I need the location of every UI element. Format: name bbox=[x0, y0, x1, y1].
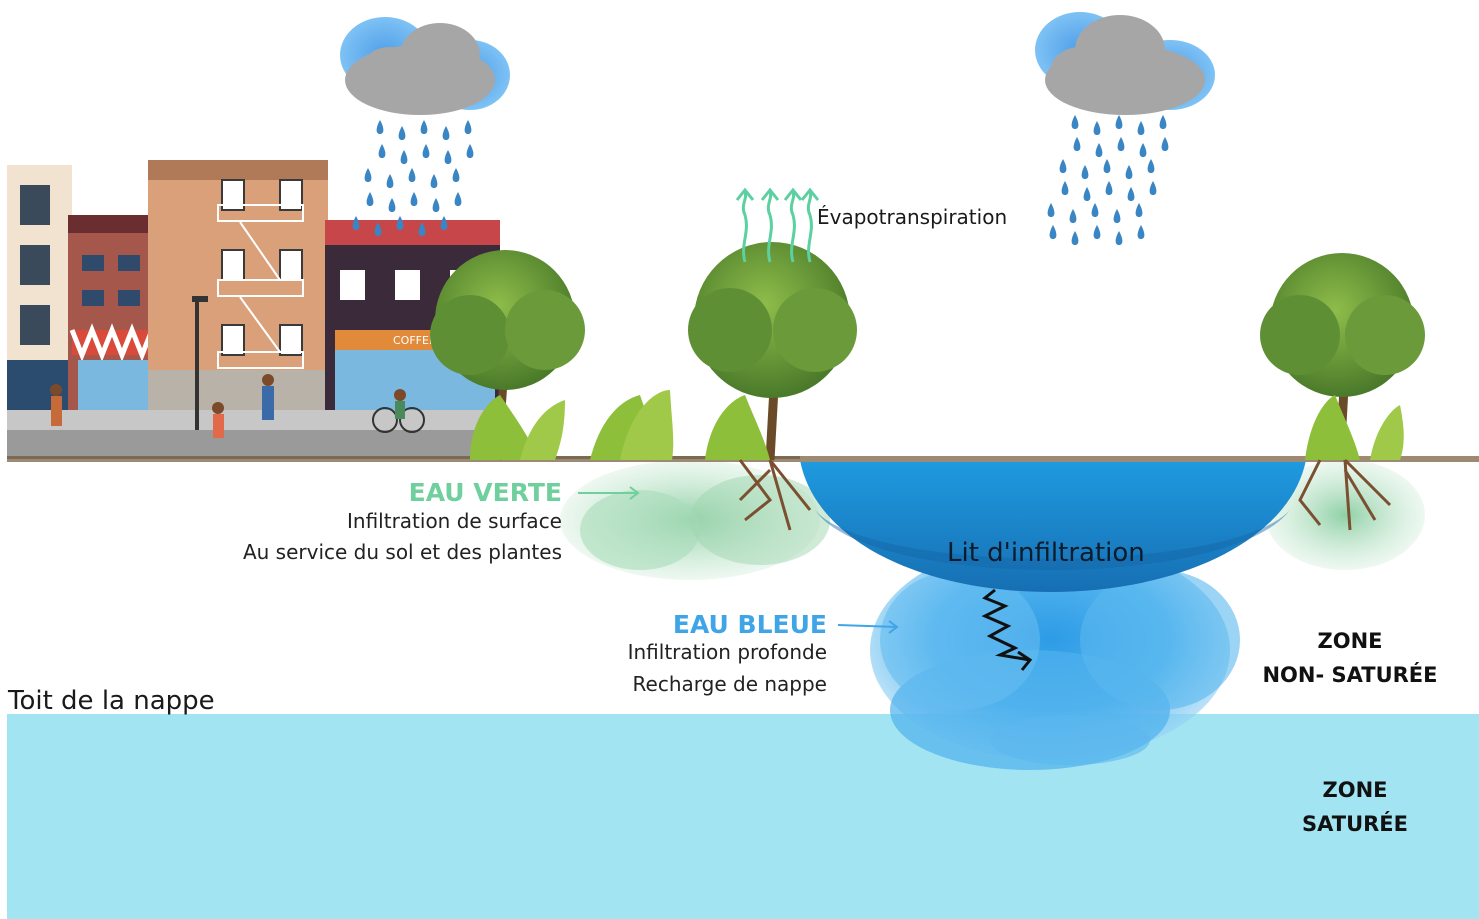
rain-drop bbox=[1061, 181, 1069, 195]
rain-drop bbox=[452, 168, 460, 182]
rain-drop bbox=[408, 168, 416, 182]
rain-drop bbox=[1069, 209, 1077, 223]
rain-drop bbox=[352, 216, 360, 230]
rain-drop bbox=[378, 144, 386, 158]
infiltration-zigzag-arrow bbox=[981, 588, 1033, 671]
saturated-zone-label: ZONE SATURÉE bbox=[1255, 773, 1455, 841]
rain-drops bbox=[352, 115, 1169, 245]
unsaturated-zone-line2: NON- SATURÉE bbox=[1262, 663, 1438, 687]
eau-bleue-line1: Infiltration profonde bbox=[627, 640, 827, 664]
saturated-zone bbox=[7, 714, 1479, 919]
rain-drop bbox=[1081, 165, 1089, 179]
eau-verte-line1: Infiltration de surface bbox=[347, 509, 562, 533]
coffee-sign: COFFEE bbox=[393, 334, 436, 347]
rain-drop bbox=[420, 120, 428, 134]
rain-drop bbox=[366, 192, 374, 206]
saturated-zone-line1: ZONE bbox=[1322, 778, 1388, 802]
rain-drop bbox=[374, 222, 382, 236]
rain-drop bbox=[1137, 121, 1145, 135]
infiltration-basin bbox=[800, 460, 1306, 592]
rain-drop bbox=[466, 144, 474, 158]
rain-drop bbox=[432, 198, 440, 212]
rain-drop bbox=[1135, 203, 1143, 217]
rain-drop bbox=[464, 120, 472, 134]
unsaturated-zone-line1: ZONE bbox=[1317, 629, 1383, 653]
rain-drop bbox=[1115, 231, 1123, 245]
rain-drop bbox=[440, 216, 448, 230]
rain-drop bbox=[1113, 209, 1121, 223]
eau-verte-arrow bbox=[578, 486, 640, 500]
rain-drop bbox=[376, 120, 384, 134]
eau-bleue-line2: Recharge de nappe bbox=[632, 672, 827, 696]
evapotranspiration-arrows bbox=[735, 187, 820, 263]
rain-drop bbox=[388, 198, 396, 212]
eau-verte-title: EAU VERTE bbox=[408, 478, 562, 507]
rain-drop bbox=[1091, 203, 1099, 217]
rain-drop bbox=[1115, 115, 1123, 129]
rain-drop bbox=[1103, 159, 1111, 173]
cloud-left-icon bbox=[340, 17, 510, 115]
rain-drop bbox=[1071, 231, 1079, 245]
rain-drop bbox=[1071, 115, 1079, 129]
cloud-right-icon bbox=[1035, 12, 1215, 115]
rain-drop bbox=[422, 144, 430, 158]
rain-drop bbox=[454, 192, 462, 206]
city-buildings bbox=[7, 160, 500, 410]
rain-drop bbox=[1159, 115, 1167, 129]
saturated-zone-line2: SATURÉE bbox=[1302, 812, 1408, 836]
rain-drop bbox=[444, 150, 452, 164]
rain-drop bbox=[1047, 203, 1055, 217]
rain-drop bbox=[1095, 143, 1103, 157]
water-table-label: Toit de la nappe bbox=[8, 686, 215, 716]
rain-drop bbox=[1137, 225, 1145, 239]
tree-right bbox=[1260, 253, 1425, 531]
rain-drop bbox=[1059, 159, 1067, 173]
rain-drop bbox=[1093, 121, 1101, 135]
infiltration-bed-label: Lit d'infiltration bbox=[947, 538, 1145, 568]
rain-drop bbox=[396, 216, 404, 230]
rain-drop bbox=[1125, 165, 1133, 179]
eau-bleue-title: EAU BLEUE bbox=[672, 610, 827, 639]
rain-drop bbox=[1105, 181, 1113, 195]
tree-middle bbox=[590, 242, 857, 531]
rain-drop bbox=[398, 126, 406, 140]
rain-drop bbox=[418, 222, 426, 236]
rain-drop bbox=[1049, 225, 1057, 239]
rain-drop bbox=[1073, 137, 1081, 151]
tree-left bbox=[430, 250, 585, 461]
evapotranspiration-label: Évapotranspiration bbox=[817, 205, 1008, 229]
rain-drop bbox=[430, 174, 438, 188]
rain-drop bbox=[1093, 225, 1101, 239]
rain-drop bbox=[364, 168, 372, 182]
rain-drop bbox=[1117, 137, 1125, 151]
rain-drop bbox=[1147, 159, 1155, 173]
rain-drop bbox=[386, 174, 394, 188]
rain-drop bbox=[1083, 187, 1091, 201]
rain-drop bbox=[1127, 187, 1135, 201]
rain-drop bbox=[400, 150, 408, 164]
deep-infiltration-plume bbox=[870, 540, 1240, 770]
rain-drop bbox=[1139, 143, 1147, 157]
rain-drop bbox=[442, 126, 450, 140]
rain-drop bbox=[410, 192, 418, 206]
green-water-zone bbox=[560, 460, 1425, 580]
eau-bleue-arrow bbox=[837, 620, 899, 634]
eau-verte-line2: Au service du sol et des plantes bbox=[242, 540, 562, 564]
street-people bbox=[50, 296, 425, 438]
unsaturated-zone-label: ZONE NON- SATURÉE bbox=[1245, 624, 1455, 692]
rain-drop bbox=[1161, 137, 1169, 151]
rain-drop bbox=[1149, 181, 1157, 195]
